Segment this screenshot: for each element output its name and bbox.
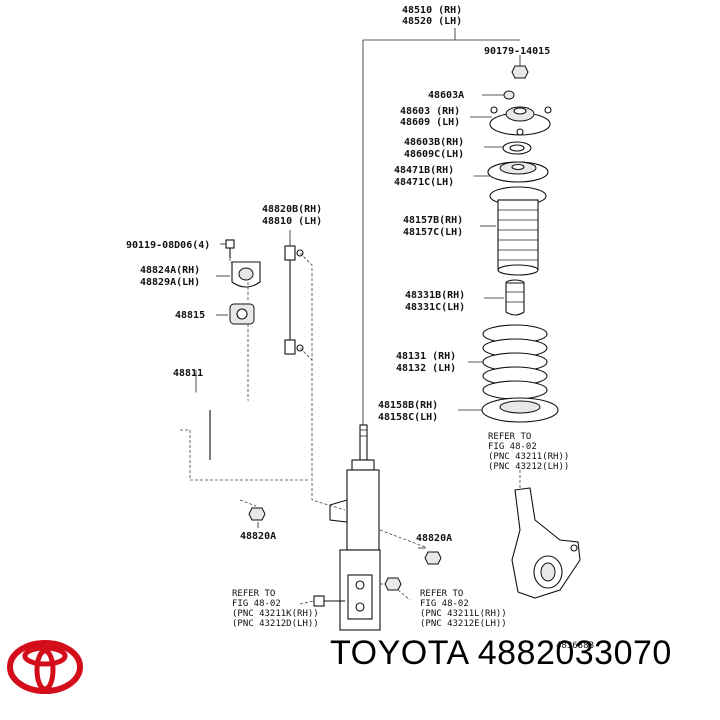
label-48811: 48811 bbox=[173, 368, 203, 379]
label-48820b: 48820B(RH) bbox=[262, 204, 322, 215]
label-48820a-right: 48820A bbox=[416, 533, 452, 544]
bump-stop-part bbox=[505, 279, 525, 316]
bracket-part bbox=[231, 261, 261, 288]
bearing-part bbox=[502, 141, 532, 155]
label-48471c: 48471C(LH) bbox=[394, 177, 454, 188]
refer-mid-line3: (PNC 43211L(RH)) bbox=[420, 609, 507, 619]
label-48603b: 48603B(RH) bbox=[404, 137, 464, 148]
label-48331b: 48331B(RH) bbox=[405, 290, 465, 301]
lower-nut-part bbox=[384, 577, 402, 591]
washer-part bbox=[503, 90, 515, 100]
label-48609: 48609 (LH) bbox=[400, 117, 460, 128]
label-48820a-left: 48820A bbox=[240, 531, 276, 542]
label-48331c: 48331C(LH) bbox=[405, 302, 465, 313]
lower-bolt-part bbox=[313, 595, 345, 607]
refer-right-line4: (PNC 43212(LH)) bbox=[488, 462, 569, 472]
spring-seat-part bbox=[487, 161, 549, 183]
nut-48820a-right-part bbox=[424, 551, 442, 565]
refer-right-line3: (PNC 43211(RH)) bbox=[488, 452, 569, 462]
label-48471b: 48471B(RH) bbox=[394, 165, 454, 176]
label-48510: 48510 (RH) bbox=[402, 5, 462, 16]
refer-mid-line4: (PNC 43212E(LH)) bbox=[420, 619, 507, 629]
bolt-part bbox=[225, 239, 235, 258]
nut-part bbox=[511, 65, 529, 79]
refer-right-line2: FIG 48-02 bbox=[488, 442, 537, 452]
label-48157c: 48157C(LH) bbox=[403, 227, 463, 238]
refer-right-line1: REFER TO bbox=[488, 432, 531, 442]
figure-number: 483688B bbox=[556, 641, 594, 651]
stabilizer-bar-part bbox=[180, 392, 256, 501]
label-48815: 48815 bbox=[175, 310, 205, 321]
label-48520: 48520 (LH) bbox=[402, 16, 462, 27]
label-48158b: 48158B(RH) bbox=[378, 400, 438, 411]
refer-left-line3: (PNC 43211K(RH)) bbox=[232, 609, 319, 619]
refer-left-line4: (PNC 43212D(LH)) bbox=[232, 619, 319, 629]
label-48603a: 48603A bbox=[428, 90, 464, 101]
label-48810: 48810 (LH) bbox=[262, 216, 322, 227]
bushing-part bbox=[229, 303, 255, 325]
label-48829a: 48829A(LH) bbox=[140, 277, 200, 288]
shock-absorber-part bbox=[329, 424, 381, 631]
label-48132: 48132 (LH) bbox=[396, 363, 456, 374]
label-48157b: 48157B(RH) bbox=[403, 215, 463, 226]
strut-mount-part bbox=[489, 106, 552, 136]
stabilizer-link-part bbox=[284, 245, 304, 355]
brand-part-number: TOYOTA 4882033070 bbox=[330, 634, 672, 672]
nut-48820a-left-part bbox=[248, 507, 266, 521]
label-90179: 90179-14015 bbox=[484, 46, 550, 57]
label-48158c: 48158C(LH) bbox=[378, 412, 438, 423]
label-48603: 48603 (RH) bbox=[400, 106, 460, 117]
refer-mid-line2: FIG 48-02 bbox=[420, 599, 469, 609]
lower-insulator-part bbox=[481, 397, 559, 423]
label-48824a: 48824A(RH) bbox=[140, 265, 200, 276]
refer-mid-line1: REFER TO bbox=[420, 589, 463, 599]
label-90119: 90119-08D06(4) bbox=[126, 240, 210, 251]
refer-left-line1: REFER TO bbox=[232, 589, 275, 599]
label-48609c: 48609C(LH) bbox=[404, 149, 464, 160]
steering-knuckle-part bbox=[511, 487, 581, 599]
toyota-logo-icon bbox=[7, 640, 83, 694]
dust-boot-part bbox=[489, 186, 547, 276]
label-48131: 48131 (RH) bbox=[396, 351, 456, 362]
refer-left-line2: FIG 48-02 bbox=[232, 599, 281, 609]
coil-spring-part bbox=[482, 324, 548, 400]
